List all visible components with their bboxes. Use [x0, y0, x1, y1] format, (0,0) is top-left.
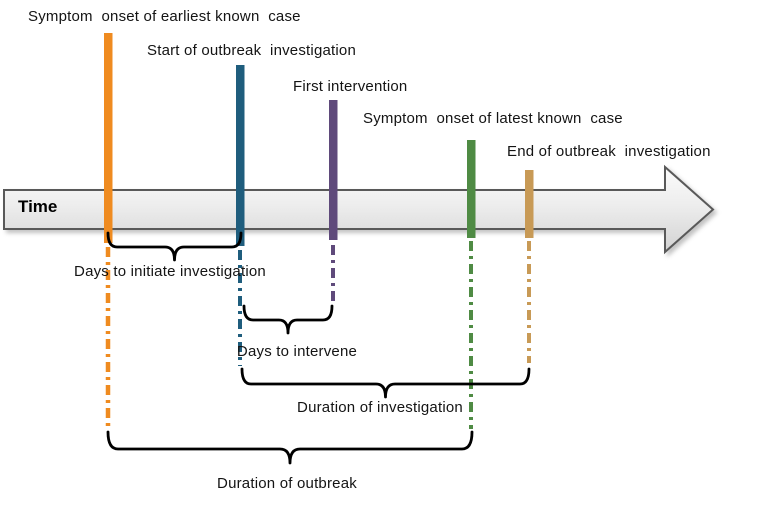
event-label-end-investigation: End of outbreak investigation	[507, 143, 711, 160]
days-to-intervene-brace	[242, 304, 334, 335]
span-label-duration-of-investigation: Duration of investigation	[297, 399, 463, 416]
span-label-duration-of-outbreak: Duration of outbreak	[217, 475, 357, 492]
start-investigation-marker	[236, 65, 245, 246]
span-label-days-to-initiate: Days to initiate investigation	[74, 263, 266, 280]
span-label-days-to-intervene: Days to intervene	[236, 343, 358, 360]
earliest-case-marker	[104, 33, 113, 243]
end-investigation-marker	[525, 170, 534, 238]
duration-of-outbreak-brace	[106, 430, 474, 465]
event-label-first-intervention: First intervention	[293, 78, 408, 95]
event-label-start-investigation: Start of outbreak investigation	[147, 42, 357, 59]
event-label-earliest-case: Symptom onset of earliest known case	[28, 8, 301, 25]
event-label-latest-case: Symptom onset of latest known case	[363, 110, 623, 127]
time-axis-label: Time	[18, 197, 58, 216]
duration-of-investigation-brace	[240, 367, 531, 399]
latest-case-marker	[467, 140, 476, 238]
time-arrow	[3, 164, 715, 255]
first-intervention-marker	[329, 100, 338, 240]
days-to-initiate-brace	[106, 231, 243, 262]
